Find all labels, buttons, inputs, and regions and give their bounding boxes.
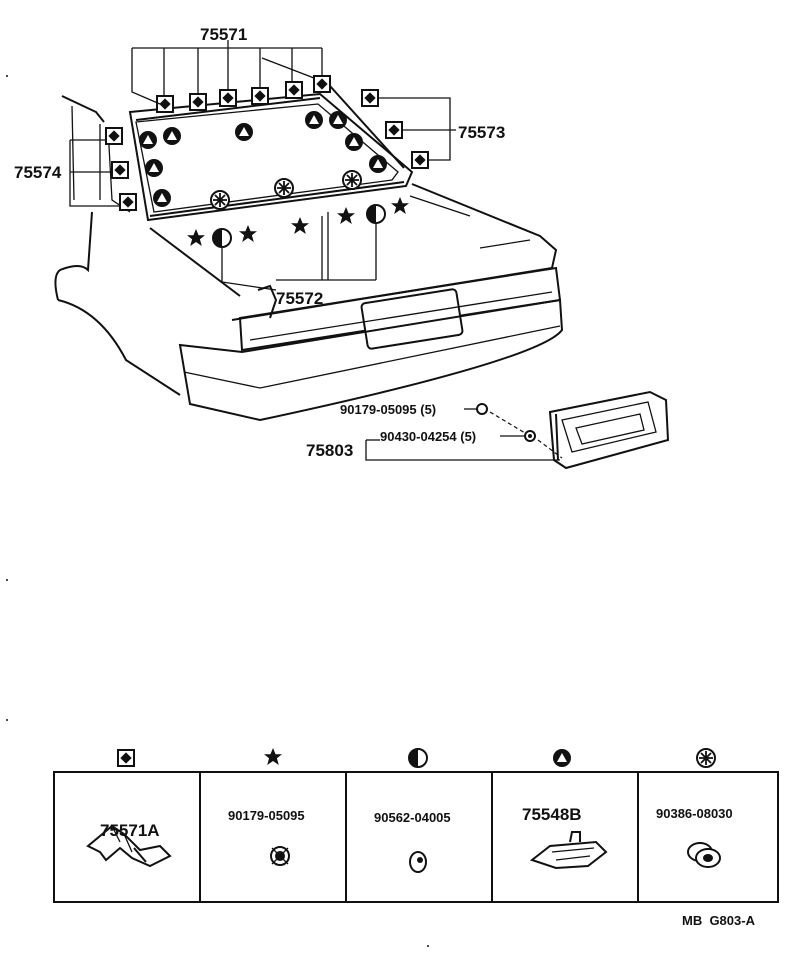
callout-75573: 75573 [458,123,505,142]
screw-icon [476,403,488,415]
leader-lines [69,40,563,461]
callout-75803: 75803 [306,441,353,460]
screw-drawing [270,846,290,866]
legend-part-4: 75548B [522,805,582,824]
diagram-code: MB G803-A [682,913,756,928]
callout-nut: 90430-04254 (5) [380,429,476,444]
lamp-housing-75803 [476,390,670,470]
asterisk-circle-icon [696,748,716,768]
nut-drawing [687,842,721,868]
clip-b-drawing [529,831,608,870]
legend-table: 75571A 90179-05095 90562-04005 75548B 90… [53,748,779,903]
legend-part-2: 90179-05095 [228,808,305,823]
diamond-square-icon [117,749,135,767]
star-icon [264,748,282,765]
legend-part-3: 90562-04005 [374,810,451,825]
legend-part-1: 75571A [100,821,160,840]
callout-75571: 75571 [200,25,247,44]
clip-drawing [86,824,172,868]
triangle-circle-icon [553,749,571,767]
callout-75574: 75574 [14,163,62,182]
callout-screw: 90179-05095 (5) [340,402,436,417]
car-body [54,95,564,422]
half-circle-icon [408,748,428,768]
legend-part-5: 90386-08030 [656,806,733,821]
grommet-drawing [409,851,427,873]
callout-75572: 75572 [276,289,323,308]
